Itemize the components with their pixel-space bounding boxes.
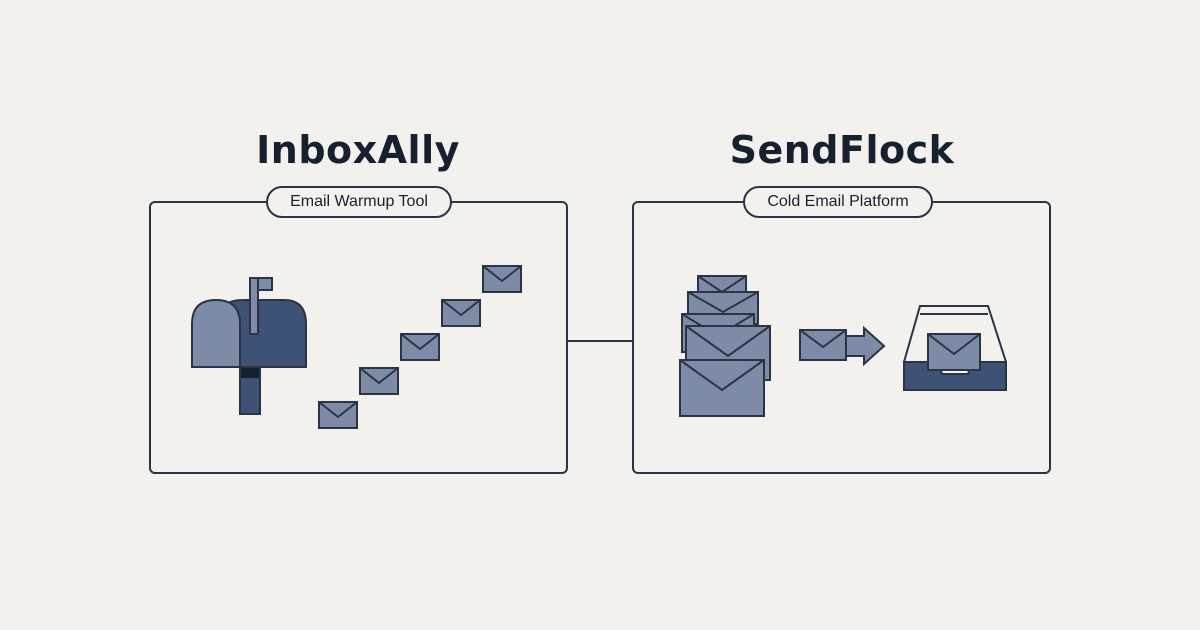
envelope-stack-icon — [679, 275, 771, 417]
tool-category-badge-inboxally: Email Warmup Tool — [266, 186, 452, 218]
rising-envelopes — [318, 265, 522, 429]
envelope-icon — [400, 333, 440, 361]
arrow-right-icon — [799, 325, 886, 367]
mailbox-icon — [191, 277, 307, 415]
envelope-icon — [441, 299, 481, 327]
tool-title-sendflock: SendFlock — [729, 128, 955, 172]
panel-connector-line — [568, 340, 632, 342]
envelope-icon — [318, 401, 358, 429]
envelope-icon — [927, 333, 981, 371]
tool-category-badge-sendflock: Cold Email Platform — [743, 186, 933, 218]
inbox-tray-icon — [903, 305, 1007, 391]
tool-title-inboxally: InboxAlly — [256, 128, 460, 172]
envelope-icon — [359, 367, 399, 395]
envelope-icon — [482, 265, 522, 293]
